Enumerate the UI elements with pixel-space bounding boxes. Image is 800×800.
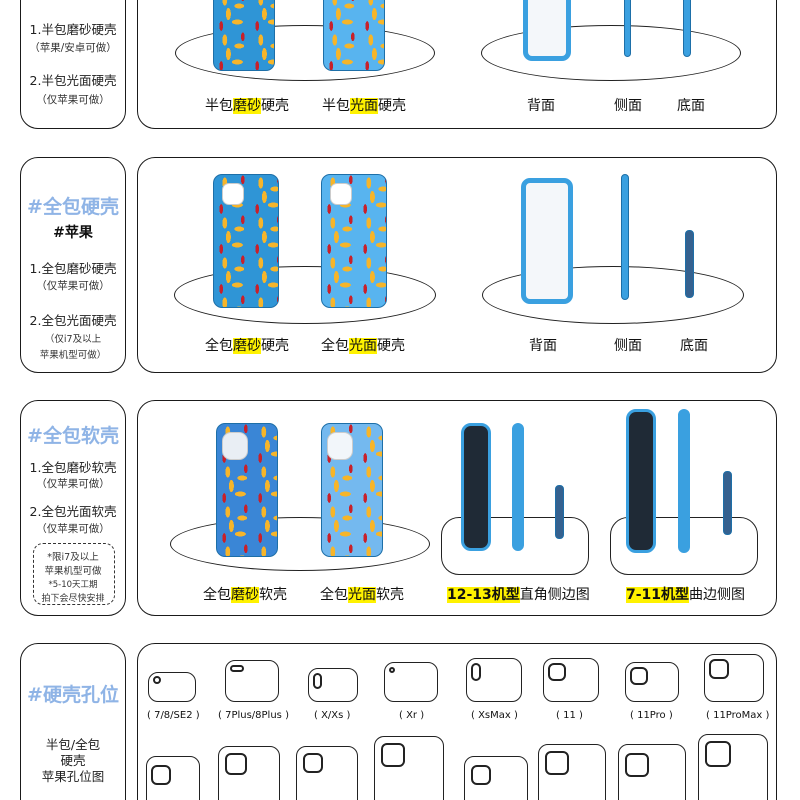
section2-item-1: 1.全包磨砂硬壳 bbox=[29, 261, 117, 276]
section1-item-1: 1.半包磨砂硬壳 bbox=[29, 22, 117, 37]
section3-panel: 全包磨砂软壳 全包光面软壳 12-13机型直角侧边图 7-11机型曲边侧图 bbox=[137, 400, 777, 616]
section3-note-1: *限i7及以上 bbox=[47, 552, 99, 563]
section1-sidebar: 1.半包磨砂硬壳 （苹果/安卓可做） 2.半包光面硬壳 （仅苹果可做） bbox=[20, 0, 126, 129]
model-outline bbox=[698, 734, 768, 800]
model-label: ( 11ProMax ) bbox=[706, 710, 770, 721]
camera-cutout bbox=[330, 183, 352, 205]
caption-side: 侧面 bbox=[614, 98, 642, 114]
section3-note-4: 拍下会尽快安排 bbox=[41, 594, 105, 604]
section1-item-1-note: （苹果/安卓可做） bbox=[29, 42, 117, 54]
section1-panel: 半包磨砂硬壳 半包光面硬壳 背面 侧面 底面 bbox=[137, 0, 777, 129]
matte-half-case-image bbox=[213, 0, 275, 71]
bottom-view-image bbox=[685, 230, 694, 298]
caption-half-gloss: 半包光面硬壳 bbox=[322, 98, 406, 114]
back-view-image bbox=[521, 178, 573, 304]
section3-title: #全包软壳 bbox=[27, 425, 119, 447]
model-outline-xsmax bbox=[466, 658, 522, 702]
section4-desc-3: 苹果孔位图 bbox=[41, 769, 105, 784]
model-label: ( XsMax ) bbox=[471, 710, 518, 721]
model-label: ( 7/8/SE2 ) bbox=[147, 710, 200, 721]
model-outline bbox=[296, 746, 358, 800]
model-label: ( 11 ) bbox=[556, 710, 583, 721]
section1-item-2: 2.半包光面硬壳 bbox=[29, 73, 117, 88]
section2-item-2-note: （仅i7及以上 bbox=[44, 334, 102, 345]
caption-half-matte: 半包磨砂硬壳 bbox=[205, 98, 289, 114]
model-label: ( 11Pro ) bbox=[630, 710, 673, 721]
model-outline-11 bbox=[543, 658, 599, 702]
model-outline-xr bbox=[384, 662, 438, 702]
section3-sidebar: #全包软壳 1.全包磨砂软壳 （仅苹果可做） 2.全包光面软壳 （仅苹果可做） … bbox=[20, 400, 126, 616]
caption-right-angle: 12-13机型直角侧边图 bbox=[447, 587, 590, 603]
section2-panel: 全包磨砂硬壳 全包光面硬壳 背面 侧面 底面 bbox=[137, 157, 777, 373]
model-outline-xxs bbox=[308, 668, 358, 702]
model-outline bbox=[146, 756, 200, 800]
curved-case-edge bbox=[723, 471, 732, 535]
caption-bottom: 底面 bbox=[680, 338, 708, 354]
section3-note-box bbox=[33, 543, 115, 605]
caption-back: 背面 bbox=[529, 338, 557, 354]
section3-item-1: 1.全包磨砂软壳 bbox=[29, 460, 117, 475]
right-angle-case-edge bbox=[555, 485, 564, 539]
section2-title: #全包硬壳 bbox=[27, 196, 119, 218]
section2-item-1-note: （仅苹果可做） bbox=[36, 280, 110, 292]
back-view-image bbox=[523, 0, 571, 61]
camera-cutout bbox=[327, 432, 353, 460]
caption-soft-matte: 全包磨砂软壳 bbox=[203, 587, 287, 603]
section3-note-2: 苹果机型可做 bbox=[44, 566, 102, 577]
bottom-view-image bbox=[683, 0, 691, 57]
model-outline bbox=[464, 756, 528, 800]
caption-back: 背面 bbox=[527, 98, 555, 114]
gloss-half-case-image bbox=[323, 0, 385, 71]
section2-sidebar: #全包硬壳 #苹果 1.全包磨砂硬壳 （仅苹果可做） 2.全包光面硬壳 （仅i7… bbox=[20, 157, 126, 373]
model-label: ( Xr ) bbox=[399, 710, 425, 721]
section2-item-2-note2: 苹果机型可做） bbox=[39, 350, 107, 361]
caption-full-matte: 全包磨砂硬壳 bbox=[205, 338, 289, 354]
display-platform bbox=[481, 25, 741, 81]
model-outline-78plus bbox=[225, 660, 279, 702]
caption-side: 侧面 bbox=[614, 338, 642, 354]
curved-case-back bbox=[678, 409, 690, 553]
right-angle-case-front bbox=[461, 423, 491, 551]
caption-bottom: 底面 bbox=[677, 98, 705, 114]
model-outline-78se2 bbox=[148, 672, 196, 702]
model-outline bbox=[618, 744, 686, 800]
section4-desc-2: 硬壳 bbox=[60, 753, 86, 768]
section3-item-2: 2.全包光面软壳 bbox=[29, 504, 117, 519]
gloss-full-case-image bbox=[321, 174, 387, 308]
section3-item-2-note: （仅苹果可做） bbox=[36, 523, 110, 535]
caption-soft-gloss: 全包光面软壳 bbox=[320, 587, 404, 603]
model-label: ( X/Xs ) bbox=[314, 710, 351, 721]
model-outline bbox=[374, 736, 444, 800]
matte-full-case-image bbox=[213, 174, 279, 308]
caption-full-gloss: 全包光面硬壳 bbox=[321, 338, 405, 354]
section2-item-2: 2.全包光面硬壳 bbox=[29, 313, 117, 328]
model-outline-11promax bbox=[704, 654, 764, 702]
display-platform bbox=[170, 517, 430, 571]
model-outline-11pro bbox=[625, 662, 679, 702]
section4-sidebar: #硬壳孔位 半包/全包 硬壳 苹果孔位图 bbox=[20, 643, 126, 800]
section2-subtitle: #苹果 bbox=[53, 225, 93, 241]
side-view-image bbox=[624, 0, 631, 57]
section3-item-1-note: （仅苹果可做） bbox=[36, 478, 110, 490]
caption-curved: 7-11机型曲边侧图 bbox=[626, 587, 746, 603]
section4-desc-1: 半包/全包 bbox=[45, 737, 101, 752]
section3-note-3: *5-10天工期 bbox=[48, 580, 98, 590]
camera-cutout bbox=[222, 183, 244, 205]
right-angle-case-back bbox=[512, 423, 524, 551]
camera-cutout bbox=[222, 432, 248, 460]
curved-case-front bbox=[626, 409, 656, 553]
side-view-image bbox=[621, 174, 629, 300]
model-outline bbox=[218, 746, 280, 800]
matte-soft-case-image bbox=[216, 423, 278, 557]
section1-item-2-note: （仅苹果可做） bbox=[36, 94, 110, 106]
section4-panel: ( 7/8/SE2 ) ( 7Plus/8Plus ) ( X/Xs ) ( X… bbox=[137, 643, 777, 800]
model-outline bbox=[538, 744, 606, 800]
model-label: ( 7Plus/8Plus ) bbox=[218, 710, 289, 721]
gloss-soft-case-image bbox=[321, 423, 383, 557]
section4-title: #硬壳孔位 bbox=[27, 684, 119, 706]
